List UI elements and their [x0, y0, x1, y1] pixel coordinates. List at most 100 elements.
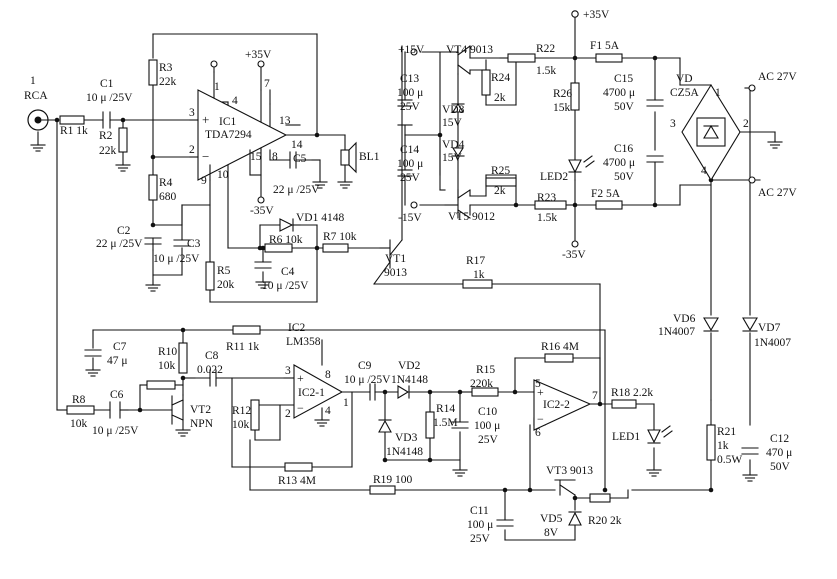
label-ic2-pin7: 7	[592, 390, 598, 402]
label-m35a: -35V	[250, 205, 274, 217]
label-ic2-pin6: 6	[535, 427, 541, 439]
label-c15-cap: 4700 μ	[603, 87, 635, 99]
label-c10-volt: 25V	[478, 434, 499, 446]
capacitor-c14	[397, 134, 413, 206]
label-c1: C1	[100, 78, 114, 90]
label-vd4-value: 15V	[442, 152, 463, 164]
label-vd: VD	[676, 73, 693, 85]
label-r26: R26	[553, 88, 572, 100]
label-r26-value: 15k	[553, 102, 571, 114]
label-r1: R1 1k	[60, 125, 88, 137]
label-vt2: VT2	[190, 404, 211, 416]
label-c1-value: 10 μ /25V	[86, 92, 133, 104]
label-ic2: IC2	[288, 322, 306, 334]
label-bridge-1: 1	[715, 87, 721, 99]
label-r2: R2	[99, 130, 113, 142]
terminals	[210, 10, 756, 248]
label-c5-value: 22 μ /25V	[273, 184, 320, 196]
label-r25-value: 2k	[494, 185, 506, 197]
label-ic2-pin8: 8	[325, 369, 331, 381]
resistor-r3	[148, 59, 158, 86]
label-ic2-name: LM358	[286, 336, 321, 348]
label-vd6: VD6	[673, 313, 696, 325]
label-r10-value: 10k	[158, 360, 176, 372]
label-pin7: 7	[264, 78, 270, 90]
label-c12-cap: 470 μ	[766, 447, 792, 459]
label-vd8: VD8	[442, 104, 465, 116]
resistor-r13	[284, 462, 313, 472]
resistor-r22	[507, 53, 536, 63]
label-r22: R22	[536, 43, 555, 55]
labels: 1 RCA R1 1k C1 10 μ /25V R2 22k R3 22k R…	[24, 9, 797, 545]
label-c13: C13	[400, 73, 419, 85]
label-vd2-name: 1N4148	[391, 374, 428, 386]
label-vt1-name: 9013	[384, 267, 407, 279]
label-p35a: +35V	[245, 49, 272, 61]
ic1-amplifier: + −	[189, 89, 288, 181]
label-c14: C14	[400, 144, 419, 156]
label-r5: R5	[217, 265, 231, 277]
fuse-f2	[595, 200, 623, 210]
capacitor-c7	[84, 349, 102, 357]
capacitor-c4	[254, 261, 272, 269]
label-r7: R7 10k	[323, 231, 357, 243]
label-vd4: VD4	[442, 139, 465, 151]
capacitor-c6	[109, 401, 121, 419]
label-c16: C16	[614, 143, 633, 155]
resistor-r19	[369, 485, 396, 495]
label-r21-value: 1k	[717, 440, 729, 452]
transistor-vt3	[554, 479, 576, 496]
label-ic2-pin1: 1	[343, 397, 349, 409]
label-pin14: 14	[291, 139, 303, 151]
capacitor-c11	[496, 519, 514, 527]
label-c3: C3	[187, 238, 201, 250]
resistors	[59, 53, 716, 503]
label-pin15: 15	[250, 151, 262, 163]
ground-symbols	[30, 124, 783, 482]
resistor-r21	[706, 424, 716, 461]
label-r3-value: 22k	[159, 76, 177, 88]
resistor-r26	[570, 82, 580, 111]
svg-text:−: −	[537, 412, 544, 426]
label-r25: R25	[491, 165, 510, 177]
transistor-vt4	[449, 45, 471, 75]
capacitor-c12	[741, 447, 759, 455]
terminal-p35-top	[571, 10, 579, 18]
resistor-r24	[481, 69, 491, 96]
label-pin13: 13	[279, 115, 291, 127]
label-r11: R11 1k	[226, 341, 259, 353]
label-bl1: BL1	[359, 151, 380, 163]
label-r3: R3	[159, 62, 173, 74]
resistor-r15	[471, 387, 499, 397]
diode-vd1	[279, 218, 301, 232]
label-c6-value: 10 μ /25V	[92, 425, 139, 437]
label-r24-value: 2k	[494, 92, 506, 104]
resistor-r11	[232, 325, 261, 335]
label-led1: LED1	[612, 431, 640, 443]
label-r16: R16 4M	[541, 341, 579, 353]
label-ic2-1: IC2-1	[298, 387, 325, 399]
resistor-r1	[59, 115, 85, 125]
capacitor-c13	[397, 51, 413, 107]
diode-vd6	[703, 317, 719, 332]
zener-vd5	[568, 511, 582, 526]
resistor-r12	[250, 399, 260, 431]
label-c4-value: 10 μ /25V	[262, 280, 309, 292]
transistor-vt2	[144, 395, 173, 425]
label-c9: C9	[358, 360, 372, 372]
label-pin1: 1	[214, 81, 220, 93]
label-vd7: VD7	[758, 322, 781, 334]
resistor-r25	[485, 177, 517, 187]
label-vt4: VT4 9013	[446, 44, 493, 56]
svg-text:+: +	[202, 112, 209, 127]
label-p35: +35V	[583, 9, 610, 21]
ic2-1-opamp: + −	[293, 364, 344, 419]
label-ic2-pin4: 4	[325, 405, 331, 417]
label-c8: C8	[205, 350, 219, 362]
label-c5: C5	[293, 153, 307, 165]
label-c11: C11	[470, 505, 489, 517]
label-c15-volt: 50V	[614, 101, 635, 113]
label-vd8-value: 15V	[442, 117, 463, 129]
resistor-r6	[264, 243, 293, 253]
capacitor-c2	[144, 237, 162, 251]
